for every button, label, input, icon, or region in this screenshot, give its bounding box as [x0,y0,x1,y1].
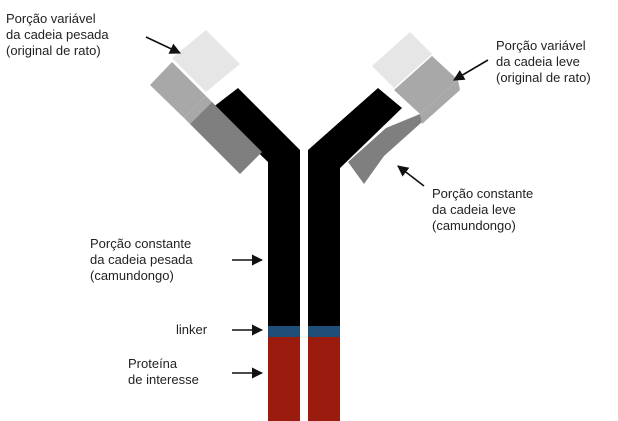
right-heavy-stem [308,158,340,326]
label-linker-text: linker [176,322,208,337]
right-light-constant-inner [348,114,422,184]
right-light-upper [394,56,458,114]
label-light-variable: Porção variável da cadeia leve (original… [496,38,591,86]
arrow-heavy-variable [145,36,182,54]
label-light-variable-line1: Porção variável [496,38,586,53]
label-light-constant-line3: (camundongo) [432,218,516,233]
left-protein [268,337,300,421]
left-heavy-stem [268,158,300,326]
label-heavy-variable: Porção variável da cadeia pesada (origin… [6,11,109,59]
label-heavy-variable-line3: (original de rato) [6,43,101,58]
label-light-constant: Porção constante da cadeia leve (camundo… [432,186,533,234]
arrow-light-constant [397,165,425,187]
label-heavy-constant-line1: Porção constante [90,236,192,251]
stem [268,158,340,421]
label-heavy-variable-line2: da cadeia pesada [6,27,109,42]
left-light-variable [172,30,240,92]
label-heavy-constant: Porção constante da cadeia pesada (camun… [90,236,193,284]
label-light-variable-line3: (original de rato) [496,70,591,85]
right-linker [308,326,340,337]
left-linker [268,326,300,337]
label-protein-line1: Proteína [128,356,178,371]
label-light-variable-line2: da cadeia leve [496,54,580,69]
label-protein-line2: de interesse [128,372,199,387]
label-light-constant-line1: Porção constante [432,186,534,201]
label-light-constant-line2: da cadeia leve [432,202,516,217]
right-light-constant-outer [420,80,460,124]
label-protein: Proteína de interesse [128,356,199,388]
label-linker: linker [176,322,207,338]
label-heavy-variable-line1: Porção variável [6,11,96,26]
left-light-constant-outer [184,96,212,124]
label-heavy-constant-line3: (camundongo) [90,268,174,283]
arrow-light-variable [453,59,489,81]
right-protein [308,337,340,421]
right-light-variable [372,32,432,88]
left-light-upper [150,62,206,118]
left-light-constant-inner [190,102,262,174]
arrows [145,36,489,379]
label-heavy-constant-line2: da cadeia pesada [90,252,193,267]
